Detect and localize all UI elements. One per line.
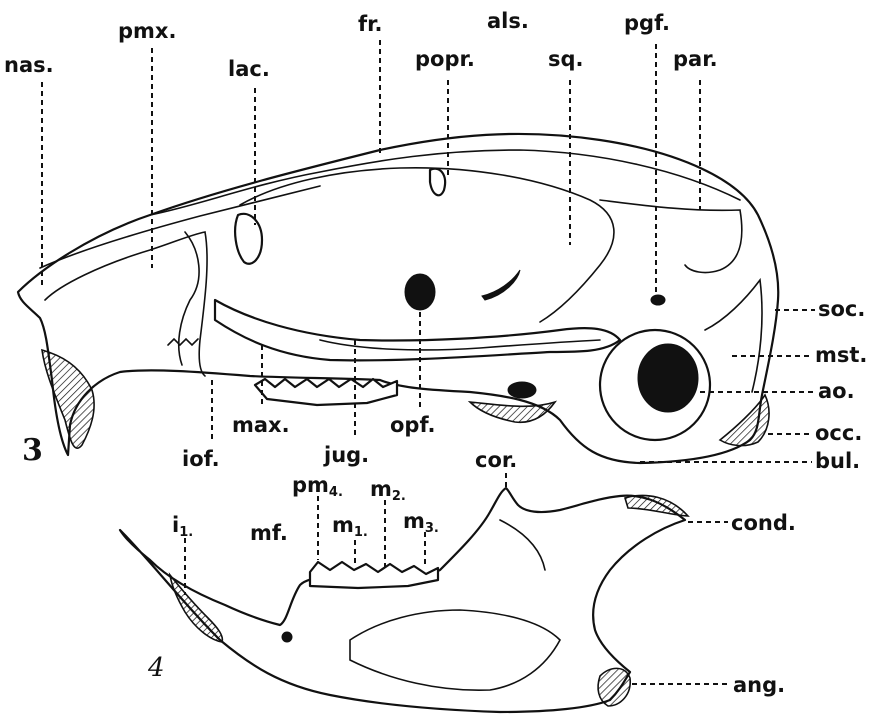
label-pmx: pmx. — [118, 19, 176, 43]
mental-foramen — [282, 632, 292, 642]
label-m2: m2. — [370, 477, 406, 504]
angular-process — [598, 668, 630, 706]
label-m1-main: m — [332, 513, 354, 537]
label-popr: popr. — [415, 47, 475, 71]
lower-molar-row — [310, 562, 438, 588]
label-ang: ang. — [733, 673, 785, 697]
label-iof: iof. — [182, 447, 220, 471]
pterygoid-hatch — [470, 402, 555, 422]
label-jug: jug. — [323, 443, 369, 467]
figure-number-4: 4 — [147, 653, 165, 683]
label-fr: fr. — [358, 12, 382, 36]
label-sq: sq. — [548, 47, 584, 71]
label-pm4-main: pm — [292, 473, 329, 497]
label-bul: bul. — [815, 449, 860, 473]
label-ao: ao. — [818, 379, 855, 403]
label-pm4: pm4. — [292, 473, 343, 500]
label-m1: m1. — [332, 513, 368, 540]
label-pgf: pgf. — [624, 11, 670, 35]
label-m3-main: m — [403, 509, 425, 533]
label-cond: cond. — [731, 511, 796, 535]
label-m3: m3. — [403, 509, 439, 536]
label-i1-main: i — [172, 513, 179, 537]
label-mf: mf. — [250, 521, 288, 545]
figure-number-3: 3 — [22, 433, 43, 468]
label-lac: lac. — [228, 57, 270, 81]
label-mst: mst. — [815, 343, 867, 367]
label-cor: cor. — [475, 448, 517, 472]
label-i1-sub: 1. — [179, 525, 193, 540]
label-nas: nas. — [4, 53, 54, 77]
label-max: max. — [232, 413, 290, 437]
upper-molar-row — [255, 379, 397, 405]
label-als: als. — [487, 9, 529, 33]
optic-foramen — [405, 274, 435, 310]
label-i1: i1. — [172, 513, 193, 540]
label-m3-sub: 3. — [425, 521, 439, 536]
label-m2-main: m — [370, 477, 392, 501]
label-par: par. — [673, 47, 718, 71]
label-pm4-sub: 4. — [329, 485, 343, 500]
auditory-opening — [638, 344, 698, 412]
postglenoid-foramen — [651, 295, 665, 305]
label-m2-sub: 2. — [392, 489, 406, 504]
label-opf: opf. — [390, 413, 435, 437]
label-m1-sub: 1. — [354, 525, 368, 540]
label-soc: soc. — [818, 297, 865, 321]
basal-foramen — [508, 382, 536, 398]
label-occ: occ. — [815, 421, 862, 445]
postorbital-process — [430, 169, 445, 196]
